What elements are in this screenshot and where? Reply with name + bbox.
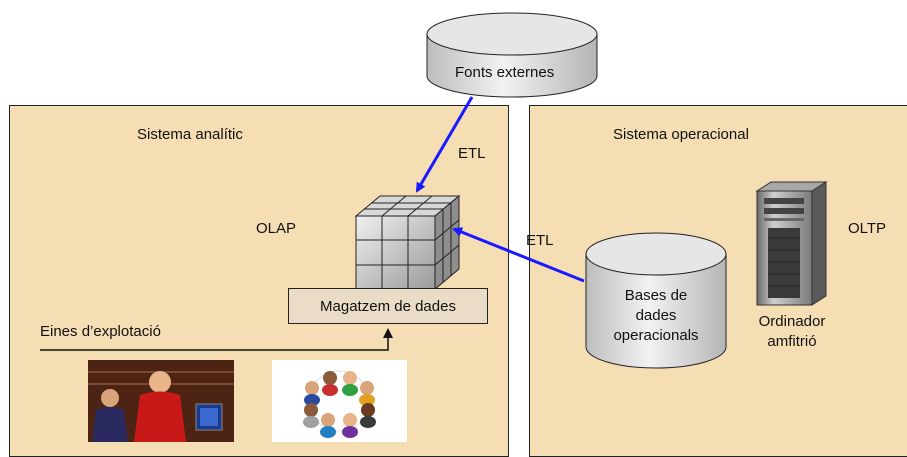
users-at-computer-photo [88,360,234,442]
operational-system-title: Sistema operacional [613,126,749,143]
host-computer-label: Ordinador amfitrió [742,312,842,352]
etl-arrow-from-operational [452,227,585,283]
olap-label: OLAP [256,220,297,237]
data-warehouse-box: Magatzem de dades [288,288,488,324]
olap-cube [354,194,461,291]
data-warehouse-label: Magatzem de dades [320,297,456,315]
operational-databases-label: Bases de dades operacionals [596,286,716,346]
group-of-people-photo [272,360,407,442]
exploitation-tools-label: Eines d’explotació [40,323,161,340]
host-computer-icon [755,181,828,306]
operational-databases-line-2: dades [635,307,677,324]
external-sources-label: Fonts externes [455,64,555,81]
operational-db-cylinder [585,232,727,369]
etl-label-top: ETL [458,145,486,162]
analytic-system-title: Sistema analític [137,126,243,143]
exploitation-arrow [40,328,393,351]
external-sources-cylinder [426,12,598,98]
etl-arrow-from-external [415,96,474,193]
host-computer-line-2: amfitrió [767,333,817,350]
oltp-label: OLTP [848,220,887,237]
host-computer-line-1: Ordinador [758,313,826,330]
operational-databases-line-3: operacionals [613,327,699,344]
etl-label-middle: ETL [526,232,554,249]
operational-databases-line-1: Bases de [624,287,688,304]
